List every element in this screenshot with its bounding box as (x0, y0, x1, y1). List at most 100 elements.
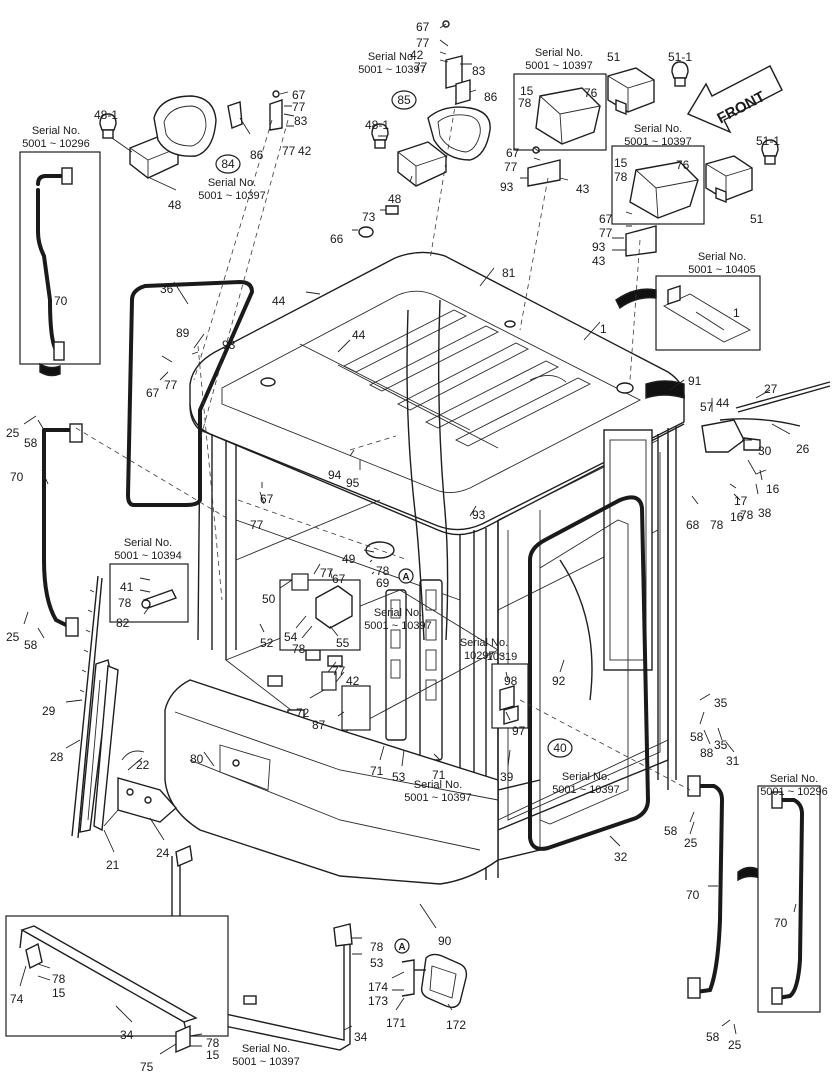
callout-number: 67 (599, 212, 613, 226)
callout-number: 67 (146, 386, 160, 400)
serial-note-line1: Serial No. (460, 637, 508, 649)
callout-number: 15 (206, 1048, 220, 1062)
cab-roof (189, 251, 685, 536)
callout-number: 76 (584, 86, 598, 100)
cab-front-lower (164, 530, 541, 885)
plate-34-left (19, 925, 198, 1054)
callout-number: 83 (294, 114, 308, 128)
callout-number: 70 (10, 470, 24, 484)
callout-number: 71 (370, 764, 384, 778)
lamp-49 (365, 541, 395, 559)
callout-number: 36 (160, 282, 174, 296)
serial-note-line1: Serial No. (242, 1043, 290, 1055)
work-lamp-48-center (397, 141, 447, 187)
callout-number: 86 (484, 90, 498, 104)
serial-note-line1: Serial No. (535, 47, 583, 59)
door-seal-32 (528, 495, 651, 851)
callout-number: 28 (50, 750, 64, 764)
callout-number: 43 (576, 182, 590, 196)
roof-detail-1 (663, 285, 751, 343)
callout-number: 78 (376, 564, 390, 578)
bulb-48-1-left (99, 113, 117, 139)
callout-number: 35 (714, 696, 728, 710)
serial-note-line2: 5001 ~ 10397 (364, 620, 432, 632)
callout-number: 73 (362, 210, 376, 224)
callout-number: 75 (140, 1060, 154, 1074)
callout-number: 51-1 (668, 50, 692, 64)
callout-number: 31 (726, 754, 740, 768)
callout-number: 27 (764, 382, 778, 396)
serial-note-line1: Serial No. (562, 771, 610, 783)
callout-number: 42 (298, 144, 312, 158)
callout-number: 90 (438, 934, 452, 948)
callout-number: 48-1 (94, 108, 118, 122)
work-lamp-51-top (607, 67, 655, 116)
callout-number: 78 (292, 642, 306, 656)
serial-note-line2: 10297 ~ (464, 650, 504, 662)
callout-number: 67 (292, 88, 306, 102)
circled-callout-number: 85 (397, 93, 411, 107)
callout-number: 71 (432, 768, 446, 782)
serial-note-line2: 5001 ~ 10397 (358, 64, 426, 76)
callout-number: 82 (116, 616, 130, 630)
wiper-arm-28 (79, 659, 119, 833)
callout-number: 51-1 (756, 134, 780, 148)
callout-number: 29 (42, 704, 56, 718)
callout-number: 21 (106, 858, 120, 872)
callout-number: 25 (684, 836, 698, 850)
callout-number: 42 (346, 674, 360, 688)
callout-number: 98 (504, 674, 518, 688)
box-50 (291, 573, 309, 591)
serial-note-line1: Serial No. (208, 177, 256, 189)
callout-number: 78 (52, 972, 66, 986)
callout-number: 51 (607, 50, 621, 64)
handrail-70-left (42, 423, 83, 637)
callout-number: 70 (774, 916, 788, 930)
serial-note-line1: Serial No. (634, 123, 682, 135)
callout-number: 70 (54, 294, 68, 308)
callout-number: 77 (599, 226, 613, 240)
cab-door-opening (385, 440, 669, 832)
callout-number: 44 (352, 328, 366, 342)
callout-number: 44 (272, 294, 286, 308)
wiper-motor-24 (103, 750, 177, 827)
section-marker-circle (398, 568, 414, 584)
cap-73 (385, 205, 399, 215)
callout-number: 77 (282, 144, 296, 158)
callout-number: 78 (206, 1036, 220, 1050)
section-marker-letter: A (402, 572, 409, 583)
callout-number: 93 (222, 338, 236, 352)
callout-number: 68 (686, 518, 700, 532)
bracket-97-98 (499, 685, 519, 725)
lamp-cover-76-top (535, 87, 601, 145)
callout-number: 67 (332, 572, 346, 586)
callout-number: 53 (370, 956, 384, 970)
callout-number: 16 (766, 482, 780, 496)
callout-number: 77 (292, 100, 306, 114)
callout-number: 39 (500, 770, 514, 784)
callout-number: 93 (472, 508, 486, 522)
callout-number: 74 (10, 992, 24, 1006)
window-seal-36 (125, 279, 255, 507)
callout-number: 70 (686, 888, 700, 902)
callout-number: 77 (504, 160, 518, 174)
callout-number: 93 (500, 180, 514, 194)
callout-number: 67 (260, 492, 274, 506)
bracket-83-86-left (269, 90, 283, 131)
callout-number: 78 (614, 170, 628, 184)
callout-number: 57 (700, 400, 714, 414)
callout-number: 77 (416, 36, 430, 50)
callout-number: 25 (6, 630, 20, 644)
callout-circle (547, 738, 573, 758)
bulb-51-1-top (671, 61, 689, 87)
callout-number: 22 (136, 758, 150, 772)
handrail-70-left-detail (19, 151, 101, 365)
callout-number: 25 (6, 426, 20, 440)
serial-note-line2: 5001 ~ 10296 (22, 138, 90, 150)
work-lamp-51-right (705, 155, 753, 204)
callout-number: 58 (690, 730, 704, 744)
callout-number: 44 (716, 396, 730, 410)
